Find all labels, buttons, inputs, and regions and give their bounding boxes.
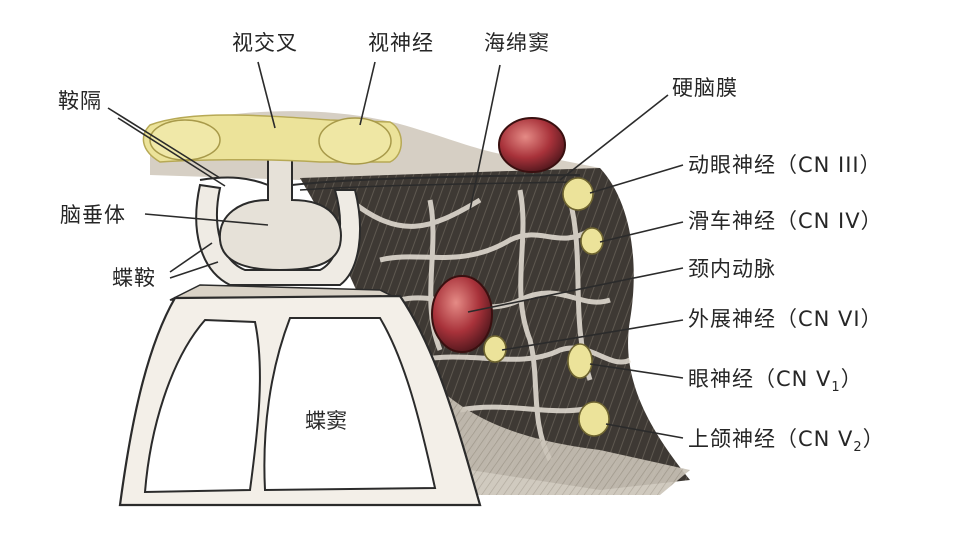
sphenoid-septum-left <box>143 318 261 494</box>
label-cn6: 外展神经（CN VI） <box>688 307 883 331</box>
sphenoid-sinus-cavity <box>263 317 437 492</box>
label-sphenoid-sinus: 蝶窦 <box>305 409 347 433</box>
label-optic-chiasm: 视交叉 <box>232 31 298 55</box>
lateral-wall <box>430 380 690 495</box>
label-optic-nerve: 视神经 <box>368 31 434 55</box>
diaphragma-sellae <box>199 176 269 186</box>
pituitary-gland <box>218 149 342 272</box>
leader-lines <box>107 61 684 439</box>
internal-carotid-artery <box>431 275 493 353</box>
cn6-nerve <box>483 335 507 363</box>
label-sella-turcica: 蝶鞍 <box>112 266 156 290</box>
label-cn5-1: 眼神经（CN V1） <box>688 367 863 395</box>
optic-nerve <box>318 117 392 165</box>
label-dura-mater: 硬脑膜 <box>672 76 738 100</box>
superior-artery <box>498 117 566 173</box>
label-cn5-2: 上颌神经（CN V2） <box>688 427 885 455</box>
label-cn3: 动眼神经（CN III） <box>688 153 882 177</box>
label-diaphragma-sellae: 鞍隔 <box>58 89 102 113</box>
label-cavernous-sinus: 海绵窦 <box>484 31 550 55</box>
cn4-nerve <box>580 227 604 255</box>
label-ica: 颈内动脉 <box>688 257 776 281</box>
cn5-1-nerve <box>567 343 593 379</box>
cn5-2-nerve <box>578 401 610 437</box>
label-pituitary: 脑垂体 <box>60 203 126 227</box>
label-cn4: 滑车神经（CN IV） <box>688 209 883 233</box>
cn3-nerve <box>562 177 594 211</box>
